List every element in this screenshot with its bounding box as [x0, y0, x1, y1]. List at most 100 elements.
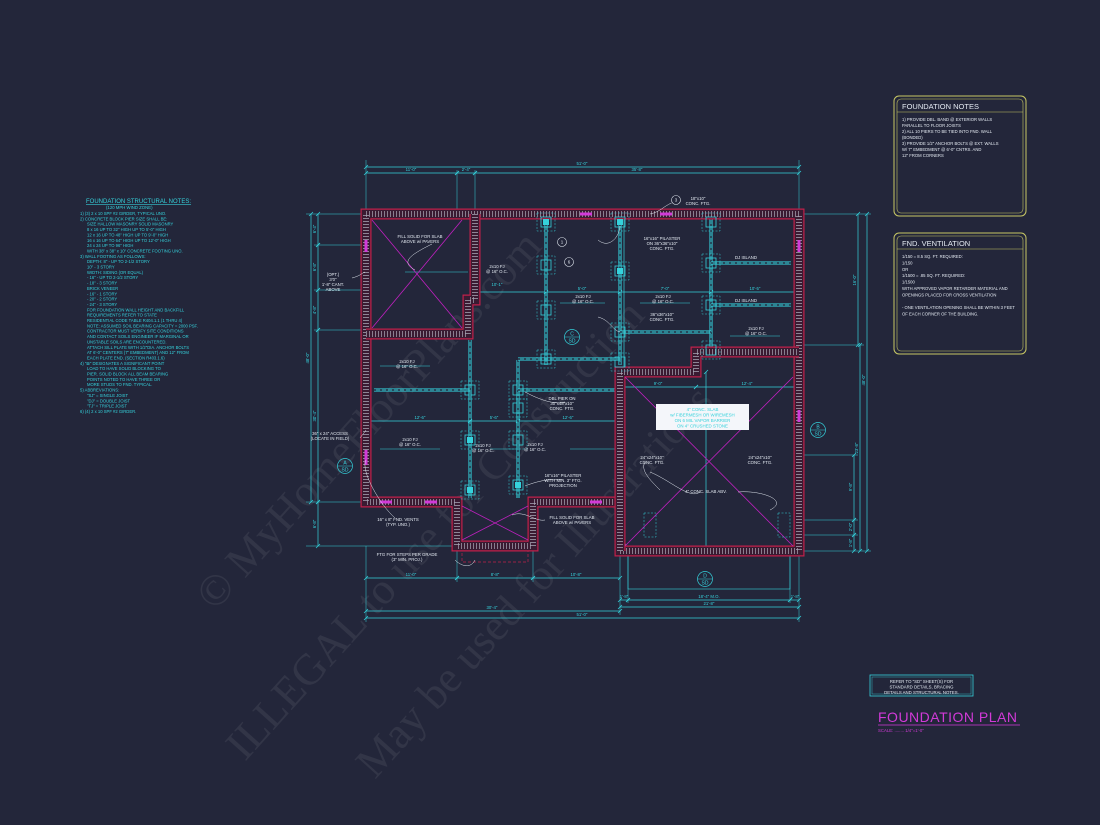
structural-note-line: WITH 38" x 38" x 10" CONCRETE FOOTING UN… — [87, 248, 183, 253]
ventilation-line: 1/150 = 8.5 SQ. FT. REQUIRED: — [902, 254, 963, 259]
drawing-scale: SCALE: ........ 1/4"=1'-0" — [878, 728, 924, 733]
dimension-text: 6'-4" — [312, 224, 317, 233]
ventilation-line: 1/150 — [902, 260, 913, 265]
dimension-text: 4'-8" — [312, 305, 317, 314]
girders — [374, 218, 791, 498]
foundation-note-line: 12" FROM CORNERS — [902, 153, 944, 158]
structural-notes-title: FOUNDATION STRUCTURAL NOTES: — [86, 199, 191, 205]
plan-label: (OPT.) — [327, 272, 340, 277]
plan-label: FTG FOR STEPS PER GRADE — [377, 552, 438, 557]
dimension-text: 48'-0" — [305, 352, 310, 363]
section-marker[interactable]: CSD — [564, 329, 580, 345]
structural-note-line: 3) WALL FOOTING AS FOLLOWS: — [80, 254, 146, 259]
structural-note-line: REQUIREMENTS REFER TO STATE — [87, 313, 157, 318]
ventilation-line: OPENINGS PLACED FOR CROSS VENTILATION — [902, 292, 996, 297]
slab-note-line: ON 6 MIL VAPOR BARRIER — [675, 418, 731, 423]
structural-note-line: RESIDENTIAL CODE TABLE R404.1.1 (1 THRU … — [87, 318, 183, 323]
plan-label: 2x10 FJ — [475, 443, 490, 448]
foundation-note-line: 3) PROVIDE 1/2" ANCHOR BOLTS @ EXT. WALL… — [902, 141, 999, 146]
dimension-text: 8'-8" — [491, 572, 500, 577]
structural-note-line: - 20" - 2 STORY — [87, 297, 117, 302]
structural-note-line: "TJ" = TRIPLE JOIST — [87, 404, 127, 409]
ventilation-line: 1/1500 — [902, 280, 915, 285]
ventilation-line: 1/1500 = .85 SQ. FT. REQUIRED: — [902, 273, 965, 278]
plan-label: (TYP. UNO.) — [386, 522, 410, 527]
dimension-text: 48'-0" — [861, 374, 866, 385]
plan-label: 2x10 FJ — [575, 294, 590, 299]
dimension-text: 10'-8" — [571, 572, 582, 577]
plan-label: ON 36"x36"x10" — [647, 241, 678, 246]
point-load-pier — [543, 219, 549, 225]
plan-label: 2x10 FJ — [527, 442, 542, 447]
structural-note-line: AT 6'-0" CENTERS (7" EMBEDMENT) AND 12" … — [87, 350, 189, 355]
dimension-text: 1'-8" — [848, 538, 853, 547]
pier — [540, 216, 552, 228]
refer-note-line: DETAILS AND STRUCTURAL NOTES. — [884, 690, 959, 695]
section-marker[interactable]: BSD — [810, 422, 826, 438]
plan-label: CONC. FTG. — [640, 460, 665, 465]
dimension-text: 51'-0" — [577, 612, 588, 617]
section-marker[interactable]: ASD — [337, 458, 353, 474]
plan-label: 2x10 FJ — [489, 264, 504, 269]
plan-label: 24"x24"x10" — [640, 455, 664, 460]
slab-crosses — [371, 219, 794, 547]
drawing-title: FOUNDATION PLAN — [878, 709, 1017, 725]
point-load-pier — [617, 268, 623, 274]
structural-note-line: 6) (4) 2 x 10 SPF #2 GIRDER. — [80, 409, 136, 414]
structural-note-line: 5) ABBREVIATIONS: — [80, 388, 119, 393]
ventilation-line: WITH APPROVED VAPOR RETARDER MATERIAL AN… — [902, 286, 1008, 291]
structural-note-line: NOTE: ASSUMED SOIL BEARING CAPACITY = 20… — [87, 323, 198, 328]
structural-note-line: 12 x 16 UP TO 48" HIGH UP TO 9'-0" HIGH — [87, 232, 168, 237]
structural-notes: FOUNDATION STRUCTURAL NOTES: (120 MPH WI… — [80, 199, 198, 414]
pier — [464, 434, 476, 446]
plan-label: @ 16" O.C. — [399, 442, 421, 447]
plan-label: DBL PIER ON — [548, 396, 575, 401]
piers — [460, 212, 791, 538]
pier — [540, 259, 552, 271]
structural-note-line: WIDTH: SIDING (OR EQUAL) — [87, 270, 144, 275]
foundation-note-line: PARALLEL TO FLOOR JOISTS — [902, 123, 961, 128]
plan-label: @ 16" O.C. — [745, 331, 767, 336]
section-letter: C — [570, 332, 574, 338]
structural-note-line: POINTS NOTED TO HAVE THREE OR — [87, 377, 160, 382]
structural-note-line: DEPTH: 8" - UP TO 2-1/2 STORY — [87, 259, 150, 264]
plan-label: FILL SOLID FOR SLAB — [398, 234, 443, 239]
plan-label: 16"x16" PILASTER — [644, 236, 681, 241]
pier — [540, 353, 552, 365]
pier — [614, 356, 626, 368]
ventilation-line: OF EACH CORNER OF THE BUILDING. — [902, 312, 978, 317]
plan-label: 2x10 FJ — [399, 359, 414, 364]
structural-note-line: UNSTABLE SOILS ARE ENCOUNTERED. — [87, 339, 167, 344]
plan-label: @ 16" O.C. — [524, 447, 546, 452]
plan-label: 16"x16" PILASTER — [545, 473, 582, 478]
callout-number: 1 — [561, 240, 564, 245]
plan-label: @ 16" O.C. — [396, 364, 418, 369]
ventilation-line: OR — [902, 267, 908, 272]
structural-note-line: 16 x 16 UP TO 64" HIGH UP TO 12'-0" HIGH — [87, 238, 171, 243]
ventilation-box: FND. VENTILATION 1/150 = 8.5 SQ. FT. REQ… — [893, 232, 1027, 355]
pier — [614, 265, 626, 277]
structural-note-line: ATTACH SILL PLATE WITH 1/2"DIA. ANCHOR B… — [87, 345, 189, 350]
plan-label: 16" x 8" FND. VENTS — [377, 517, 419, 522]
callout-number: 6 — [568, 260, 571, 265]
plan-label: 2x10 FJ — [748, 326, 763, 331]
plan-label: DJ ISLAND — [735, 255, 757, 260]
plan-label: CONC. FTG. — [748, 460, 773, 465]
section-letter: B — [816, 425, 820, 431]
dimension-text: 6'-8" — [312, 519, 317, 528]
structural-note-line: - 24" - 3 STORY — [87, 302, 117, 307]
slab-note-line: 4" CONC. SLAB — [687, 407, 719, 412]
structural-note-line: FOR FOUNDATION WALL HEIGHT AND BACKFILL — [87, 307, 185, 312]
dimension-text: 12'-6" — [415, 415, 426, 420]
dimension-text: 2'-4" — [462, 167, 471, 172]
section-marker[interactable]: DSD — [697, 571, 713, 587]
pier — [705, 216, 717, 228]
plan-label: (3" MIN. PROJ.) — [392, 557, 423, 562]
dimension-text: 9'-0" — [654, 381, 663, 386]
structural-note-line: 10" - 3 STORY — [87, 265, 115, 270]
dimension-text: 51'-0" — [577, 161, 588, 166]
structural-note-line: - 18" - 3 STORY — [87, 281, 117, 286]
